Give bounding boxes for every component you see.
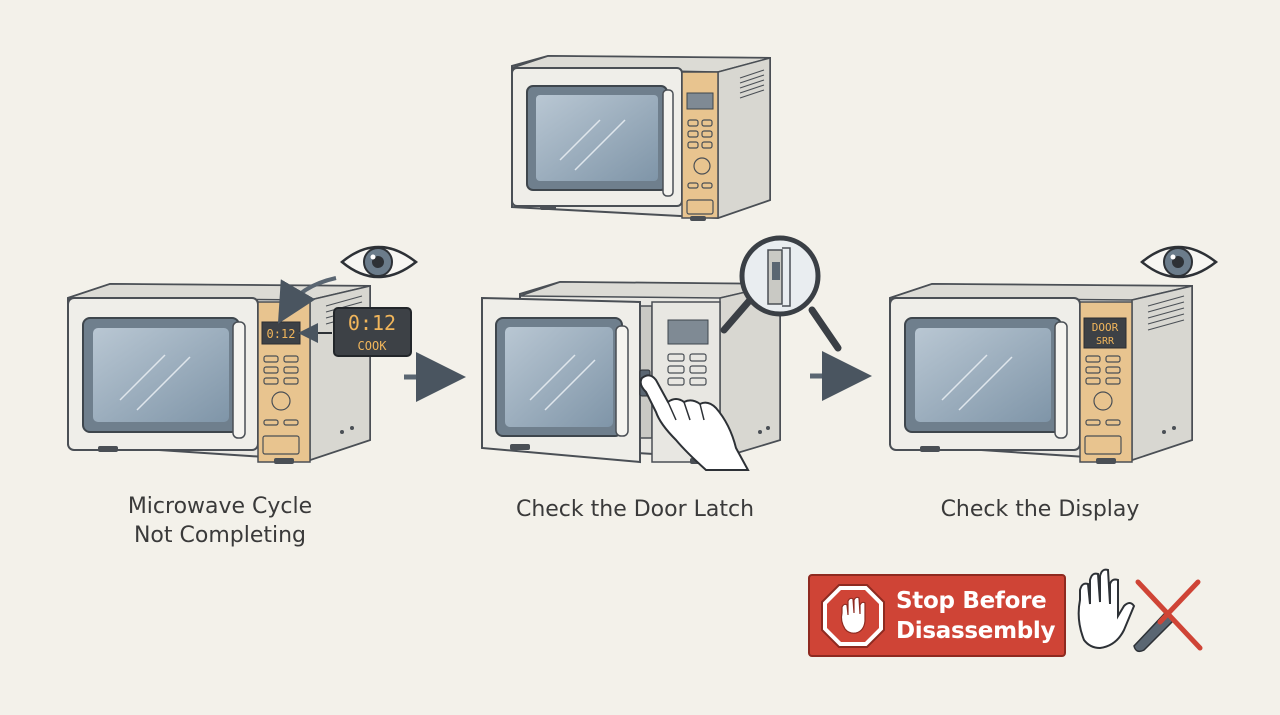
stop-hand-icon: [821, 584, 885, 648]
step2-label: Check the Door Latch: [515, 497, 755, 522]
callout-mode-text: COOK: [358, 339, 388, 353]
step1-small-display-text: 0:12: [267, 327, 296, 341]
step3-microwave: DOOR SRR: [889, 282, 1193, 464]
raised-hand-icon: [1077, 568, 1136, 650]
step1-display-callout: 0:12 COOK: [298, 307, 412, 357]
top-microwave: [511, 54, 771, 221]
eye-icon: [340, 245, 419, 279]
step2-microwave: [481, 280, 781, 464]
step1-microwave: 0:12: [67, 282, 371, 464]
eye-icon-2: [1140, 245, 1219, 279]
prohibited-cross-icon: [1135, 579, 1203, 651]
final-display-line1: DOOR: [1092, 321, 1119, 334]
step3-label: Check the Display: [940, 497, 1140, 522]
step1-label: Microwave Cycle Not Completing: [127, 494, 313, 548]
final-display-line2: SRR: [1096, 336, 1115, 347]
warning-text: Stop Before Disassembly: [896, 588, 1056, 644]
callout-time-text: 0:12: [348, 311, 396, 335]
magnifier-icon: [720, 235, 842, 352]
stop-warning-banner: Stop Before Disassembly: [808, 574, 1066, 657]
pointing-hand-icon: [639, 374, 750, 471]
look-arrow: [277, 276, 337, 324]
